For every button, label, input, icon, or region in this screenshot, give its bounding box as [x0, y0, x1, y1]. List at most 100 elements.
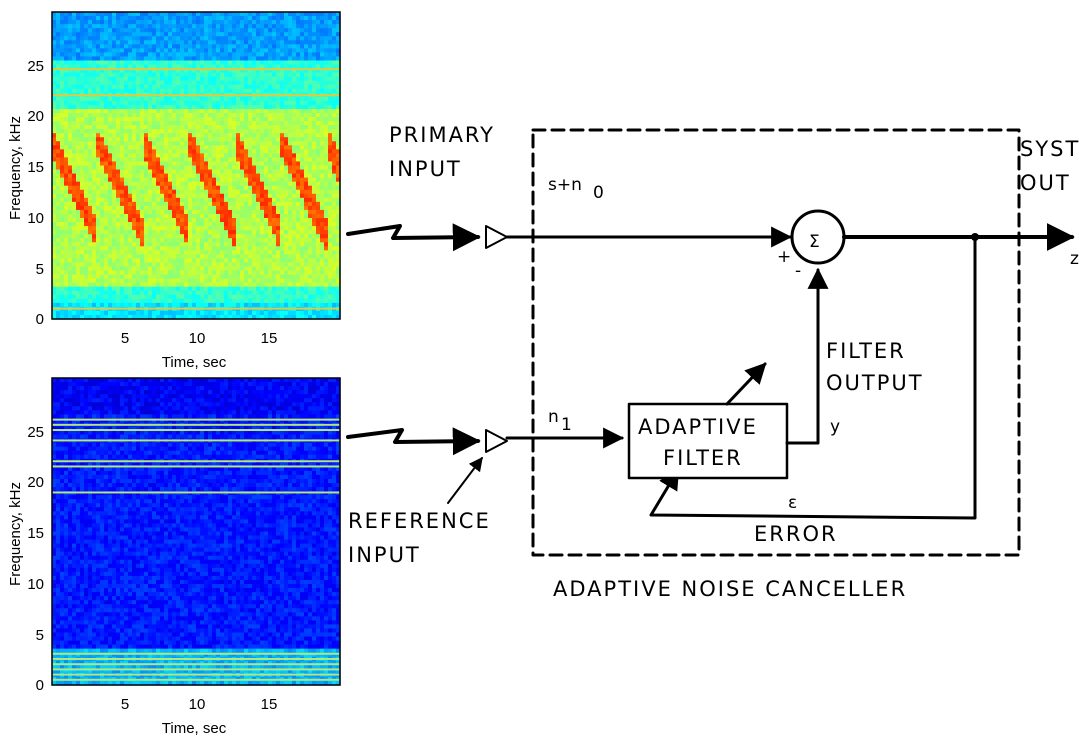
- spectrogram-cell: [240, 72, 245, 78]
- spectrogram-cell: [196, 100, 201, 106]
- spectrogram-cell: [84, 189, 89, 195]
- spectrogram-cell: [80, 278, 85, 284]
- spectrogram-cell: [220, 181, 225, 187]
- spectrogram-cell: [116, 137, 121, 142]
- spectrogram-cell: [72, 117, 77, 122]
- spectrogram-cell: [148, 157, 153, 163]
- spectrogram-cell: [264, 205, 269, 211]
- spectrogram-cell: [260, 161, 265, 167]
- spectrogram-cell: [204, 104, 209, 110]
- spectrogram-cell: [224, 96, 229, 102]
- spectrogram-cell: [292, 197, 297, 203]
- spectrogram-cell: [300, 16, 305, 21]
- spectrogram-cell: [144, 177, 149, 183]
- spectrogram-cell: [84, 270, 89, 276]
- spectrogram-cell: [256, 52, 261, 58]
- spectrogram-cell: [172, 125, 177, 130]
- spectrogram-cell: [288, 185, 293, 191]
- spectrogram-cell: [140, 16, 145, 21]
- spectrogram-cell: [224, 88, 229, 94]
- spectrogram-cell: [200, 141, 205, 146]
- spectrogram-cell: [156, 189, 161, 195]
- spectrogram-cell: [96, 242, 101, 247]
- spectrogram-cell: [204, 193, 209, 199]
- spectrogram-cell: [148, 286, 153, 292]
- spectrogram-cell: [188, 108, 193, 114]
- spectrogram-cell: [188, 28, 193, 33]
- spectrogram-cell: [220, 129, 225, 134]
- spectrogram-cell: [176, 242, 181, 247]
- spectrogram-cell: [224, 112, 229, 118]
- spectrogram-cell: [140, 149, 145, 154]
- spectrogram-cell: [188, 60, 193, 66]
- spectrogram-cell: [140, 290, 145, 296]
- spectrogram-cell: [272, 294, 277, 300]
- spectrogram-cell: [308, 44, 313, 49]
- spectrogram-cell: [64, 153, 69, 159]
- spectrogram-cell: [236, 181, 241, 187]
- spectrogram-cell: [188, 250, 193, 255]
- spectrogram-cell: [284, 76, 289, 82]
- spectrogram-cell: [100, 104, 105, 110]
- spectrogram-cell: [212, 80, 217, 86]
- spectrogram-cell: [256, 161, 261, 167]
- spectrogram-cell: [136, 48, 141, 53]
- spectrogram-cell: [232, 230, 237, 235]
- spectrogram-cell: [180, 286, 185, 292]
- spectrogram-cell: [300, 169, 305, 175]
- spectrogram-cell: [120, 173, 125, 179]
- spectrogram-cell: [52, 193, 57, 199]
- spectrogram-cell: [72, 72, 77, 78]
- spectrogram-cell: [144, 270, 149, 276]
- spectrogram-cell: [108, 185, 113, 191]
- spectrogram-cell: [52, 230, 57, 235]
- spectrogram-cell: [236, 213, 241, 219]
- spectrogram-cell: [124, 76, 129, 82]
- spectrogram-cell: [264, 302, 269, 308]
- spectrogram-cell: [152, 294, 157, 300]
- spectrogram-cell: [56, 129, 61, 134]
- spectrogram-cell: [236, 294, 241, 300]
- spectrogram-cell: [280, 100, 285, 106]
- spectrogram-cell: [168, 242, 173, 247]
- spectrogram-cell: [296, 68, 301, 74]
- spectrogram-cell: [124, 274, 129, 280]
- spectrogram-cell: [280, 68, 285, 74]
- spectrogram-cell: [244, 246, 249, 251]
- spectrogram-cell: [204, 262, 209, 268]
- spectrogram-cell: [104, 88, 109, 94]
- spectrogram-cell: [116, 117, 121, 122]
- spectrogram-cell: [244, 80, 249, 86]
- spectrogram-cell: [256, 278, 261, 284]
- spectrogram-cell: [80, 294, 85, 300]
- spectrogram-cell: [172, 173, 177, 179]
- spectrogram-cell: [256, 129, 261, 134]
- spectrogram-cell: [296, 137, 301, 142]
- spectrogram-cell: [144, 133, 149, 138]
- spectrogram-cell: [288, 298, 293, 304]
- spectrogram-cell: [144, 254, 149, 260]
- spectrogram-cell: [240, 141, 245, 146]
- spectrogram-cell: [212, 310, 217, 316]
- spectrogram-cell: [156, 282, 161, 288]
- spectrogram-cell: [180, 266, 185, 272]
- spectrogram-cell: [84, 44, 89, 49]
- spectrogram-cell: [296, 185, 301, 191]
- spectrogram-cell: [272, 266, 277, 272]
- spectrogram-cell: [204, 242, 209, 247]
- spectrogram-cell: [116, 197, 121, 203]
- spectrogram-cell: [200, 314, 205, 320]
- spectrogram-cell: [128, 149, 133, 154]
- spectrogram-cell: [88, 173, 93, 179]
- spectrogram-cell: [304, 32, 309, 37]
- spectrogram-cell: [96, 230, 101, 235]
- spectrogram-cell: [252, 294, 257, 300]
- spectrogram-cell: [296, 302, 301, 308]
- spectrogram-cell: [56, 100, 61, 106]
- spectrogram-cell: [304, 28, 309, 33]
- spectrogram-cell: [80, 193, 85, 199]
- spectrogram-cell: [172, 72, 177, 78]
- spectrogram-cell: [192, 104, 197, 110]
- spectrogram-cell: [288, 181, 293, 187]
- spectrogram-cell: [256, 165, 261, 171]
